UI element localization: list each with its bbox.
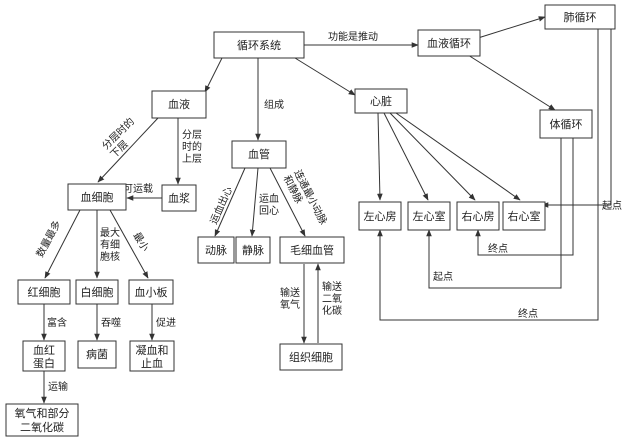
node-circulatory-system: 循环系统 bbox=[213, 31, 305, 59]
node-plasma: 血浆 bbox=[161, 184, 197, 212]
label-contains-rich: 富含 bbox=[47, 316, 67, 329]
label-systemic-end: 终点 bbox=[488, 242, 508, 255]
label-carry-blood-out: 运血出心 bbox=[207, 184, 235, 226]
edge-pulmonary-end bbox=[377, 28, 599, 321]
svg-text:凝血和: 凝血和 bbox=[136, 343, 169, 357]
svg-text:组织细胞: 组织细胞 bbox=[289, 350, 333, 364]
nodes: 循环系统 血液循环 肺循环 体循环 血液 血管 心脏 血细胞 bbox=[5, 4, 616, 437]
edge-blood-to-cells bbox=[97, 117, 159, 183]
svg-text:白细胞: 白细胞 bbox=[81, 285, 114, 299]
node-hemoglobin: 血红 蛋白 bbox=[22, 340, 66, 372]
node-pulmonary-circulation: 肺循环 bbox=[544, 4, 616, 30]
edge-pulmonary-start bbox=[541, 28, 612, 208]
node-blood-circulation: 血液循环 bbox=[417, 29, 481, 57]
label-composition: 组成 bbox=[264, 98, 284, 111]
node-blood: 血液 bbox=[151, 90, 207, 119]
svg-text:动脉: 动脉 bbox=[205, 243, 227, 257]
edge-heart-to-right-atrium bbox=[389, 112, 476, 201]
svg-text:蛋白: 蛋白 bbox=[33, 356, 55, 370]
edge-vessel-to-artery bbox=[214, 167, 246, 237]
svg-text:血管: 血管 bbox=[248, 147, 270, 161]
label-smallest: 最小 bbox=[130, 230, 151, 253]
svg-text:右心室: 右心室 bbox=[508, 209, 541, 223]
svg-text:左心室: 左心室 bbox=[413, 209, 446, 223]
svg-text:心脏: 心脏 bbox=[370, 95, 392, 108]
edge-systemic-end bbox=[475, 138, 574, 256]
edge-systemic-start bbox=[426, 138, 562, 289]
edge-heart-to-right-ventricle bbox=[395, 112, 521, 201]
svg-text:左心房: 左心房 bbox=[364, 210, 397, 223]
svg-text:循环系统: 循环系统 bbox=[237, 39, 281, 52]
label-pulmonary-start: 起点 bbox=[602, 200, 622, 212]
svg-text:右心房: 右心房 bbox=[462, 209, 495, 223]
svg-text:止血: 止血 bbox=[141, 356, 163, 370]
svg-text:血小板: 血小板 bbox=[135, 285, 168, 299]
svg-text:红细胞: 红细胞 bbox=[28, 286, 61, 299]
label-carry-blood-back: 运血 回心 bbox=[259, 192, 282, 217]
edge-vessel-to-capillary bbox=[269, 167, 306, 237]
label-largest-nucleated: 最大 有细 胞核 bbox=[100, 226, 123, 263]
node-tissue-cell: 组织细胞 bbox=[279, 343, 343, 371]
node-systemic-circulation: 体循环 bbox=[539, 109, 593, 139]
edge-vessel-to-vein bbox=[249, 167, 259, 237]
label-function-is-pumping: 功能是推动 bbox=[328, 30, 378, 43]
label-promote: 促进 bbox=[156, 316, 176, 329]
edge-system-to-heart bbox=[294, 57, 356, 96]
label-systemic-start: 起点 bbox=[433, 271, 453, 283]
svg-text:血液循环: 血液循环 bbox=[427, 36, 471, 50]
label-can-transport: 可运载 bbox=[123, 183, 153, 195]
svg-text:病菌: 病菌 bbox=[86, 347, 108, 361]
node-right-atrium: 右心房 bbox=[456, 201, 500, 231]
svg-text:二氧化碳: 二氧化碳 bbox=[20, 420, 64, 434]
label-connects-artery-vein: 连通最小动脉 和静脉 bbox=[281, 167, 332, 235]
edge-cells-to-platelet bbox=[109, 209, 149, 279]
node-right-ventricle: 右心室 bbox=[502, 201, 546, 231]
edge-heart-to-left-ventricle bbox=[383, 112, 429, 201]
edge-heart-to-left-atrium bbox=[377, 112, 383, 201]
node-blood-cells: 血细胞 bbox=[67, 183, 127, 211]
svg-text:氧气和部分: 氧气和部分 bbox=[15, 406, 70, 420]
label-deliver-co2: 输送 二氧 化碳 bbox=[322, 280, 345, 317]
label-deliver-oxygen: 输送 氧气 bbox=[280, 286, 303, 311]
svg-text:血红: 血红 bbox=[33, 343, 55, 357]
svg-text:肺循环: 肺循环 bbox=[564, 11, 597, 24]
svg-text:体循环: 体循环 bbox=[550, 117, 583, 131]
svg-text:毛细血管: 毛细血管 bbox=[290, 243, 334, 257]
label-engulf: 吞噬 bbox=[101, 316, 121, 329]
label-transport: 运输 bbox=[48, 380, 68, 393]
node-vein: 静脉 bbox=[235, 236, 271, 264]
svg-text:血浆: 血浆 bbox=[168, 191, 190, 205]
label-most-numerous: 数量最多 bbox=[33, 218, 63, 259]
edge-circulation-to-pulmonary bbox=[477, 16, 546, 39]
node-left-ventricle: 左心室 bbox=[407, 201, 451, 231]
node-germs: 病菌 bbox=[77, 340, 117, 369]
node-left-atrium: 左心房 bbox=[358, 201, 402, 231]
svg-text:血细胞: 血细胞 bbox=[81, 190, 114, 204]
node-red-blood-cell: 红细胞 bbox=[17, 279, 71, 305]
svg-text:静脉: 静脉 bbox=[242, 243, 264, 257]
node-white-blood-cell: 白细胞 bbox=[75, 279, 119, 305]
node-blood-vessel: 血管 bbox=[231, 140, 287, 169]
edges bbox=[41, 16, 612, 404]
label-upper-layer: 分层 时的 上层 bbox=[182, 129, 205, 165]
node-platelet: 血小板 bbox=[128, 279, 174, 305]
node-capillary: 毛细血管 bbox=[279, 236, 345, 264]
edge-circulation-to-systemic bbox=[467, 54, 556, 111]
svg-text:血液: 血液 bbox=[168, 97, 190, 111]
label-pulmonary-end: 终点 bbox=[518, 307, 538, 320]
node-clotting: 凝血和 止血 bbox=[129, 340, 175, 372]
edge-cells-to-red bbox=[44, 209, 81, 279]
edge-system-to-blood bbox=[204, 57, 223, 93]
node-artery: 动脉 bbox=[197, 236, 235, 264]
node-heart: 心脏 bbox=[354, 88, 408, 114]
node-oxygen-co2: 氧气和部分 二氧化碳 bbox=[5, 403, 79, 437]
